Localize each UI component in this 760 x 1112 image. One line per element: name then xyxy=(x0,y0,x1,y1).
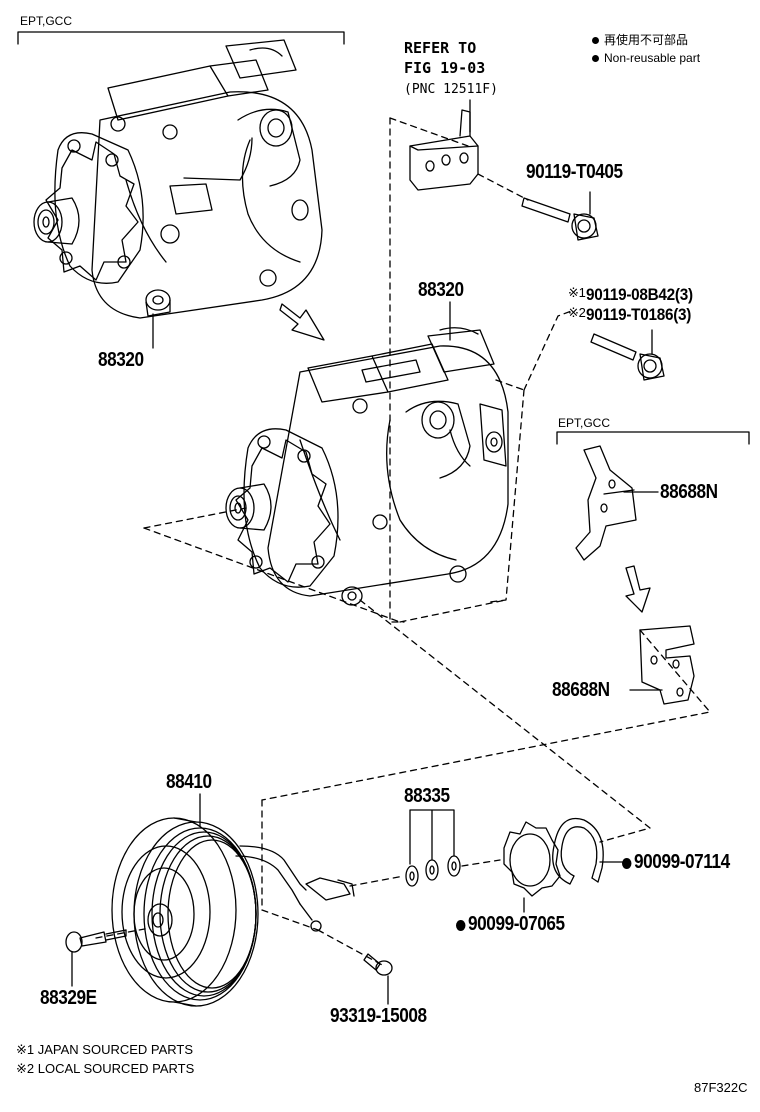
pulley-drawing xyxy=(111,817,355,1007)
bracket-88688n-b-drawing xyxy=(639,625,695,705)
note-japan-sourced: ※1 JAPAN SOURCED PARTS xyxy=(16,1042,194,1057)
compressor-top-drawing xyxy=(33,39,323,319)
bolt-08b42-drawing xyxy=(590,333,665,381)
part-90119-t0186[interactable]: 90119-T0186(3) xyxy=(585,305,691,324)
bolt-japan-row: ※190119-08B42(3) xyxy=(568,286,704,303)
bolt-93319-drawing xyxy=(363,953,393,976)
note-local-sourced: ※2 LOCAL SOURCED PARTS xyxy=(16,1061,195,1076)
bracket-refer-drawing xyxy=(409,109,479,191)
marker-local: ※2 xyxy=(568,305,586,320)
guide-lines xyxy=(95,117,711,967)
part-88410[interactable]: 88410 xyxy=(166,771,212,793)
refer-line-2: FIG 19-03 xyxy=(404,59,486,77)
refer-line-1: REFER TO xyxy=(404,39,477,57)
marker-japan: ※1 xyxy=(568,285,586,300)
group-label-top: EPT,GCC xyxy=(20,14,73,28)
figure-code: 87F322C xyxy=(694,1080,748,1095)
refer-line-3: (PNC 12511F) xyxy=(404,82,498,97)
part-90119-t0405[interactable]: 90119-T0405 xyxy=(526,161,623,183)
part-90099-07065[interactable]: 90099-07065 xyxy=(456,914,565,934)
leader-88335 xyxy=(409,809,455,865)
arrow-down xyxy=(625,565,651,613)
legend-japanese: 再使用不可部品 xyxy=(592,34,688,46)
legend-english: Non-reusable part xyxy=(592,52,700,64)
bolt-88329e-drawing xyxy=(65,929,127,953)
part-88320-top[interactable]: 88320 xyxy=(98,349,144,371)
part-90119-08b42[interactable]: 90119-08B42(3) xyxy=(585,285,693,304)
group-label-right: EPT,GCC xyxy=(558,416,611,430)
part-88329e[interactable]: 88329E xyxy=(40,987,97,1009)
part-88688n-a[interactable]: 88688N xyxy=(660,481,718,503)
part-90099-07114[interactable]: 90099-07114 xyxy=(622,852,730,872)
bracket-88688n-a-drawing xyxy=(575,445,637,561)
bolt-t0405-drawing xyxy=(521,197,599,241)
retainer-drawing xyxy=(503,821,561,897)
compressor-main-drawing xyxy=(225,327,509,606)
group-bracket-top xyxy=(17,31,345,45)
part-93319-15008[interactable]: 93319-15008 xyxy=(330,1005,427,1027)
bolt-local-row: ※290119-T0186(3) xyxy=(568,306,702,323)
snap-ring-drawing xyxy=(552,817,604,885)
part-88688n-b[interactable]: 88688N xyxy=(552,679,610,701)
group-bracket-right xyxy=(556,431,750,445)
part-88335[interactable]: 88335 xyxy=(404,785,450,807)
part-88320-main[interactable]: 88320 xyxy=(418,279,464,301)
arrow-down-right xyxy=(279,303,325,341)
shims-drawing xyxy=(405,855,461,887)
